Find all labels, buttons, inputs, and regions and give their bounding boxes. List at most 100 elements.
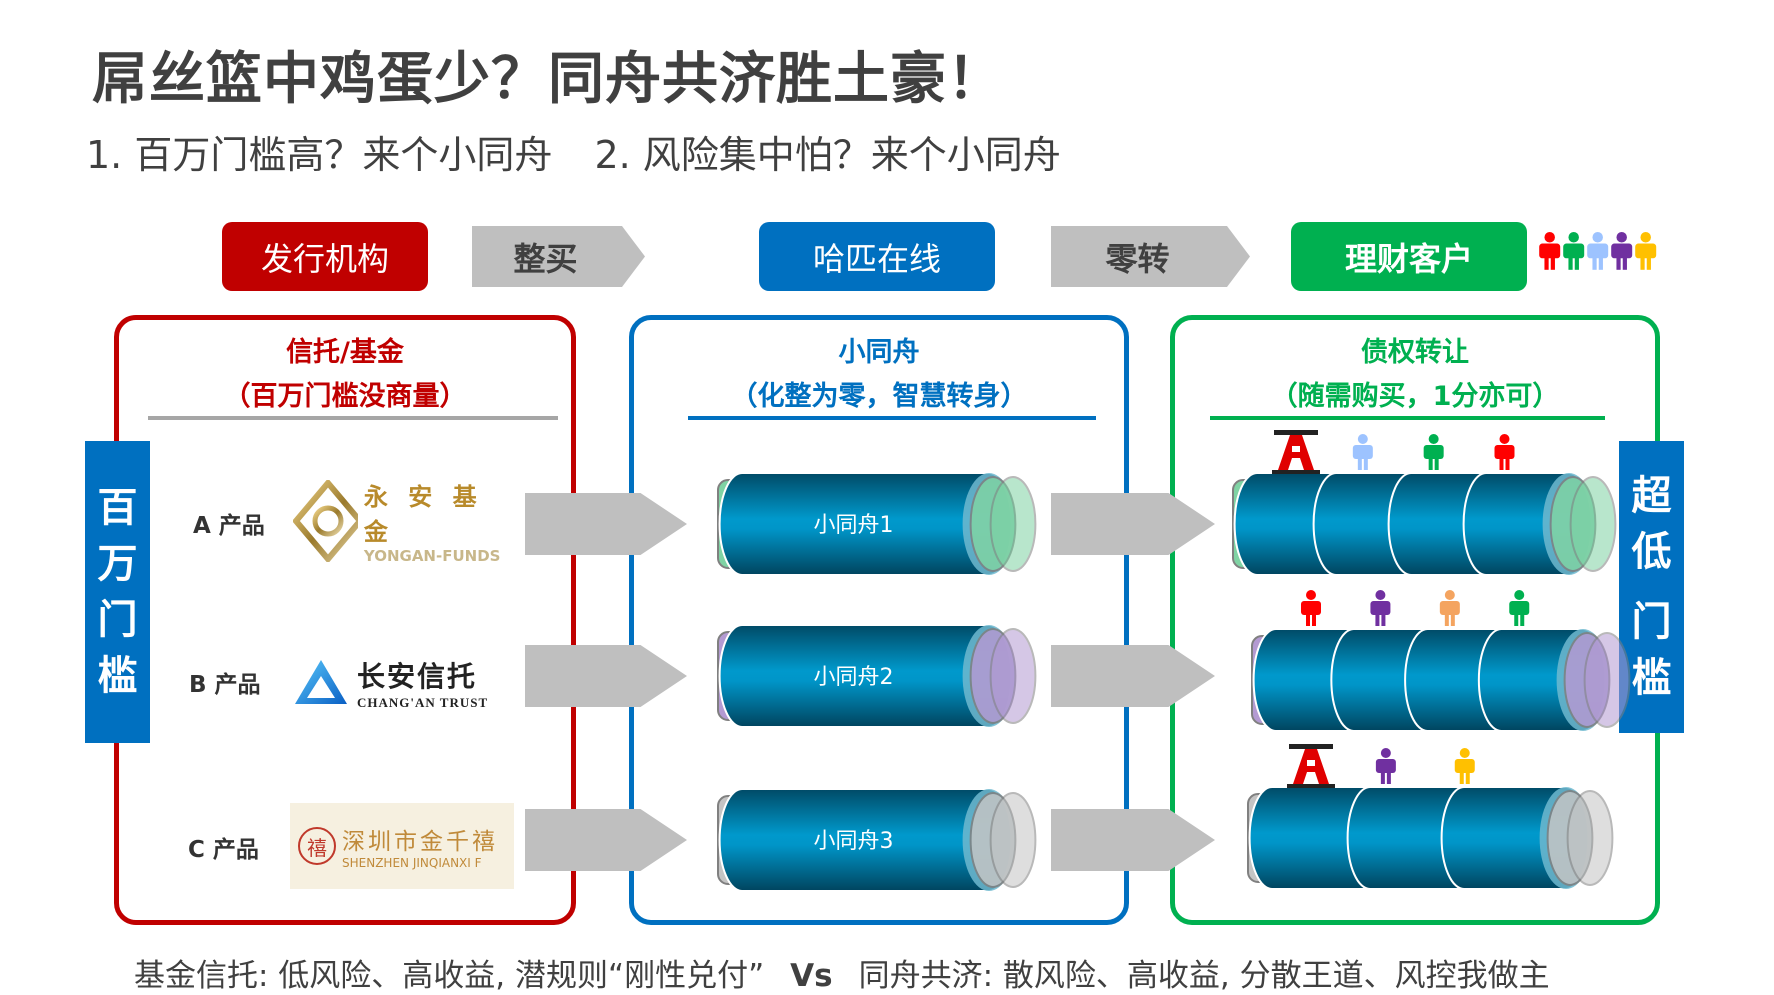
yongan-cn: 永 安 基 金 [363,483,483,546]
million-threshold-label: 百 万 门 槛 [85,441,150,743]
platform-panel-divider [688,416,1096,420]
step-split-label: 零转 [1105,239,1170,278]
person-icon [1454,748,1475,784]
footer-comparison: 基金信托: 低风险、高收益, 潜规则“刚性兑付” Vs 同舟共济: 散风险、高收益,… [134,950,1550,995]
platform-panel-heading: 小同舟 [838,337,920,368]
tube: 小同舟1 [717,472,1037,576]
footer-right: 同舟共济: 散风险、高收益, 分散王道、风控我做主 [858,958,1550,994]
product-b-label: B 产品 [189,672,261,698]
institution-a-icon [1272,430,1320,474]
side-char: 超 [1631,473,1672,519]
person-icon [1563,232,1585,270]
tube-outer-cap [989,792,1037,888]
tube-outer-cap [989,628,1037,724]
tube-segment-line [1387,472,1412,576]
person-icon [1301,590,1321,626]
tube-outer-cap [989,476,1037,572]
jinqianxi-cn: 深圳市金千禧 [342,829,498,855]
tube [1232,472,1617,576]
footer-vs: Vs [790,958,833,994]
person-icon [1635,232,1657,270]
customer-panel-subheading: （随需购买，1分亦可） [1270,381,1560,412]
subtitle-point-2: 2. 风险集中怕？来个小同舟 [594,133,1061,177]
changan-trust-logo: 长安信托 CHANG'AN TRUST [293,655,515,711]
tube [1247,786,1614,890]
person-icon [1539,232,1561,270]
jinqianxi-en: SHENZHEN JINQIANXI F [342,856,482,870]
side-char: 百 [97,485,138,531]
customer-box: 理财客户 [1291,222,1527,291]
changan-cn: 长安信托 [357,660,478,693]
side-char: 槛 [1631,655,1672,701]
flow-arrow-icon [1051,493,1215,555]
tube-body [1252,628,1607,732]
customer-panel-divider [1210,416,1605,420]
flow-arrow-icon [525,645,687,707]
tube-segment-line [1462,472,1487,576]
tube-segment-line [1346,786,1371,890]
tube-body [1233,472,1593,576]
side-char: 槛 [97,653,138,699]
flow-arrow-icon [1051,809,1215,871]
step-split-arrow: 零转 [1051,226,1250,287]
side-char: 万 [97,541,138,587]
person-icon [1375,748,1396,784]
side-char: 门 [1631,599,1672,645]
platform-box: 哈匹在线 [759,222,995,291]
footer-left: 基金信托: 低风险、高收益, 潜规则“刚性兑付” [134,958,765,994]
tube-outer-cap [1583,632,1631,728]
person-icon [1423,434,1444,470]
tube-segment-line [1440,786,1465,890]
tube-label: 小同舟1 [814,513,894,538]
institution-a-icon [1287,744,1335,788]
tube-label: 小同舟2 [814,665,894,690]
tube-outer-cap [1566,790,1614,886]
yongan-diamond-icon [293,480,358,562]
person-icon [1352,434,1373,470]
step-buy-arrow: 整买 [472,226,645,287]
yongan-funds-logo: 永 安 基 金 YONGAN-FUNDS [293,480,515,565]
platform-panel-subheading: （化整为零，智慧转身） [730,381,1028,412]
tube: 小同舟3 [717,788,1037,892]
person-icon [1611,232,1633,270]
tube: 小同舟2 [717,624,1037,728]
jinqianxi-logo: 禧 深圳市金千禧 SHENZHEN JINQIANXI F [290,803,514,889]
tube-segment-line [1404,628,1428,732]
issuer-box: 发行机构 [222,222,428,291]
person-icon [1494,434,1515,470]
people-group-icon [1539,232,1657,270]
flow-arrow-icon [525,809,687,871]
issuer-panel-divider [148,416,558,420]
page-title: 屌丝篮中鸡蛋少？同舟共济胜土豪！ [92,47,1004,112]
tube-body [1248,786,1590,890]
flow-arrow-icon [1051,645,1215,707]
product-c-label: C 产品 [188,837,259,863]
person-icon [1587,232,1609,270]
yongan-en: YONGAN-FUNDS [363,547,501,565]
tube-segment-line [1477,628,1502,732]
side-char: 低 [1631,529,1672,575]
tube-segment-line [1330,628,1354,732]
subtitle: 1. 百万门槛高？来个小同舟 2. 风险集中怕？来个小同舟 [86,124,1091,179]
subtitle-point-1: 1. 百万门槛高？来个小同舟 [86,133,553,177]
step-buy-label: 整买 [513,239,578,278]
side-char: 门 [97,597,138,643]
issuer-panel-subheading: （百万门槛没商量） [223,381,467,412]
tube [1251,628,1631,732]
issuer-panel-heading: 信托/基金 [286,337,404,368]
changan-triangle-icon [295,660,347,704]
person-icon [1509,590,1530,626]
product-a-label: A 产品 [193,513,265,539]
chevron-arrow-icon [1051,226,1250,287]
tube-outer-cap [1569,476,1617,572]
changan-en: CHANG'AN TRUST [357,695,489,710]
person-icon [1370,590,1391,626]
chevron-arrow-icon [472,226,645,287]
platform-panel [629,315,1129,925]
person-icon [1439,590,1460,626]
customer-panel-heading: 债权转让 [1361,337,1469,368]
jinqianxi-seal-icon: 禧 [298,827,336,865]
flow-arrow-icon [525,493,687,555]
tube-segment-line [1312,472,1337,576]
